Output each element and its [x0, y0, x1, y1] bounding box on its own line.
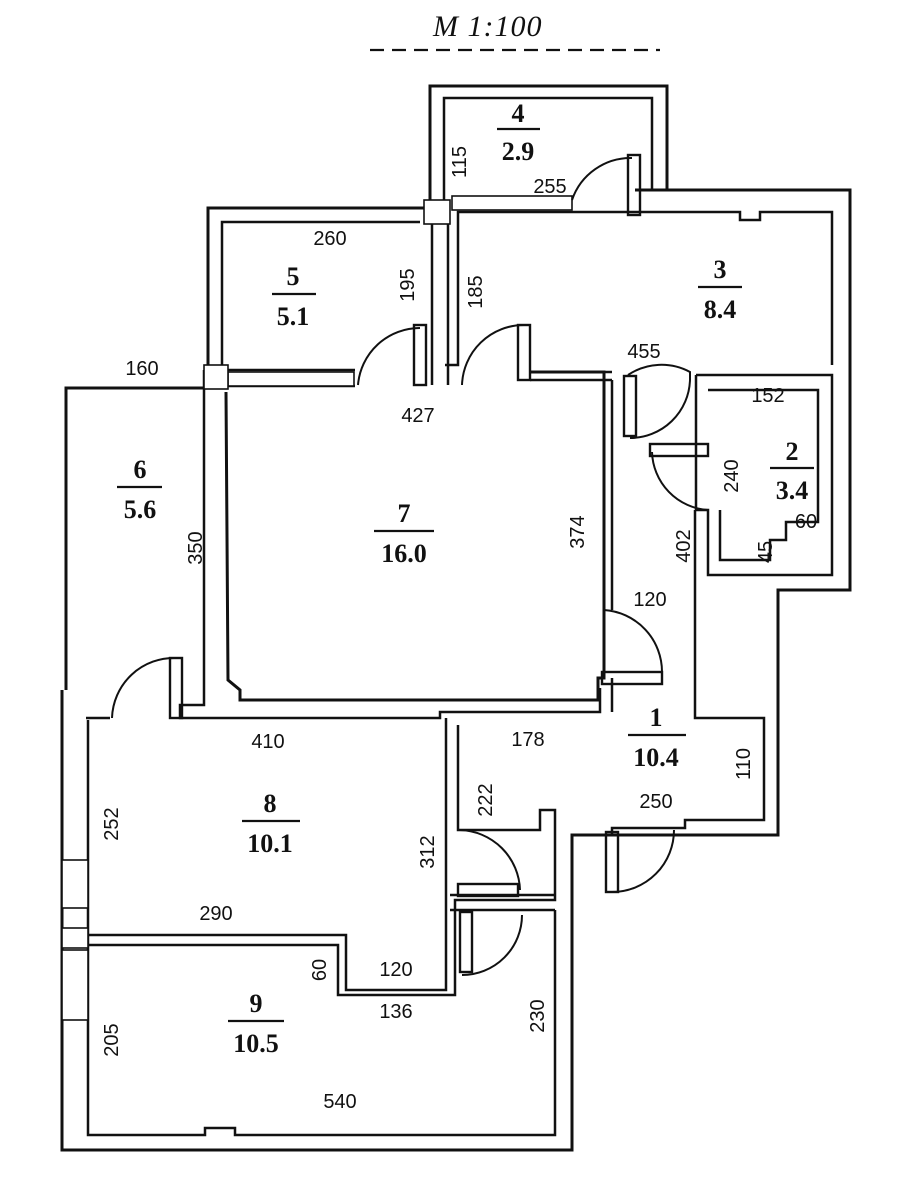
dimension-label: 350: [185, 531, 207, 564]
dimension-labels: 115 255 260 195 185 160 427 455 152 240 …: [101, 146, 817, 1113]
room-number: 4: [512, 99, 525, 128]
dimension-label: 250: [639, 791, 672, 813]
room-label-5: 5 5.1: [272, 262, 316, 331]
room-label-7: 7 16.0: [374, 499, 434, 568]
dimension-label: 120: [633, 589, 666, 611]
room-area: 10.1: [247, 829, 293, 858]
dimension-label: 160: [125, 358, 158, 380]
dimension-label: 152: [751, 385, 784, 407]
room-labels: 4 2.9 5 5.1 3 8.4 2 3.4 6 5.6 7 16.0: [117, 99, 814, 1058]
room-area: 2.9: [502, 137, 535, 166]
room-7-walls: [178, 364, 606, 720]
dimension-label: 178: [511, 729, 544, 751]
interior-walls-lower: [86, 716, 557, 997]
room-number: 2: [786, 437, 799, 466]
dimension-label: 410: [251, 731, 284, 753]
dimension-label: 240: [721, 459, 743, 492]
dimension-label: 120: [379, 959, 412, 981]
dimension-label: 230: [527, 999, 549, 1032]
dimension-label: 60: [795, 511, 817, 533]
room-area: 3.4: [776, 476, 809, 505]
room-area: 5.6: [124, 495, 157, 524]
room-number: 6: [134, 455, 147, 484]
room-label-6: 6 5.6: [117, 455, 162, 524]
dimension-label: 260: [313, 228, 346, 250]
dimension-label: 205: [101, 1023, 123, 1056]
dimension-label: 455: [627, 341, 660, 363]
dimension-label: 290: [199, 903, 232, 925]
room-number: 8: [264, 789, 277, 818]
outer-walls: [60, 84, 852, 1152]
room-area: 8.4: [704, 295, 737, 324]
room-area: 10.5: [233, 1029, 279, 1058]
interior-walls-upper: [423, 195, 612, 385]
dimension-label: 115: [449, 146, 471, 178]
room-area: 16.0: [381, 539, 427, 568]
dimension-label: 374: [567, 515, 589, 548]
dimension-label: 402: [673, 529, 695, 562]
dimension-label: 427: [401, 405, 434, 427]
room-number: 1: [650, 703, 663, 732]
room-label-2: 2 3.4: [770, 437, 814, 505]
dimension-label: 312: [417, 835, 439, 868]
room-label-4: 4 2.9: [497, 99, 540, 166]
scale-label: M 1:100: [432, 10, 542, 43]
room-area: 10.4: [633, 743, 679, 772]
dimension-label: 222: [475, 783, 497, 816]
room-number: 3: [714, 255, 727, 284]
dimension-label: 45: [755, 541, 777, 563]
dimension-label: 252: [101, 807, 123, 840]
room-number: 7: [398, 499, 411, 528]
room-number: 5: [287, 262, 300, 291]
room-area: 5.1: [277, 302, 310, 331]
room-label-3: 3 8.4: [698, 255, 742, 324]
dimension-label: 136: [379, 1001, 412, 1023]
dimension-label: 540: [323, 1091, 356, 1113]
dimension-label: 185: [465, 275, 487, 308]
room-label-9: 9 10.5: [228, 989, 284, 1058]
dimension-label: 60: [309, 959, 331, 981]
dimension-label: 195: [397, 268, 419, 301]
room-number: 9: [250, 989, 263, 1018]
doors: [111, 153, 710, 976]
room-label-1: 1 10.4: [628, 703, 686, 772]
room-label-8: 8 10.1: [242, 789, 300, 858]
dimension-label: 110: [733, 748, 755, 780]
dimension-label: 255: [533, 176, 566, 198]
